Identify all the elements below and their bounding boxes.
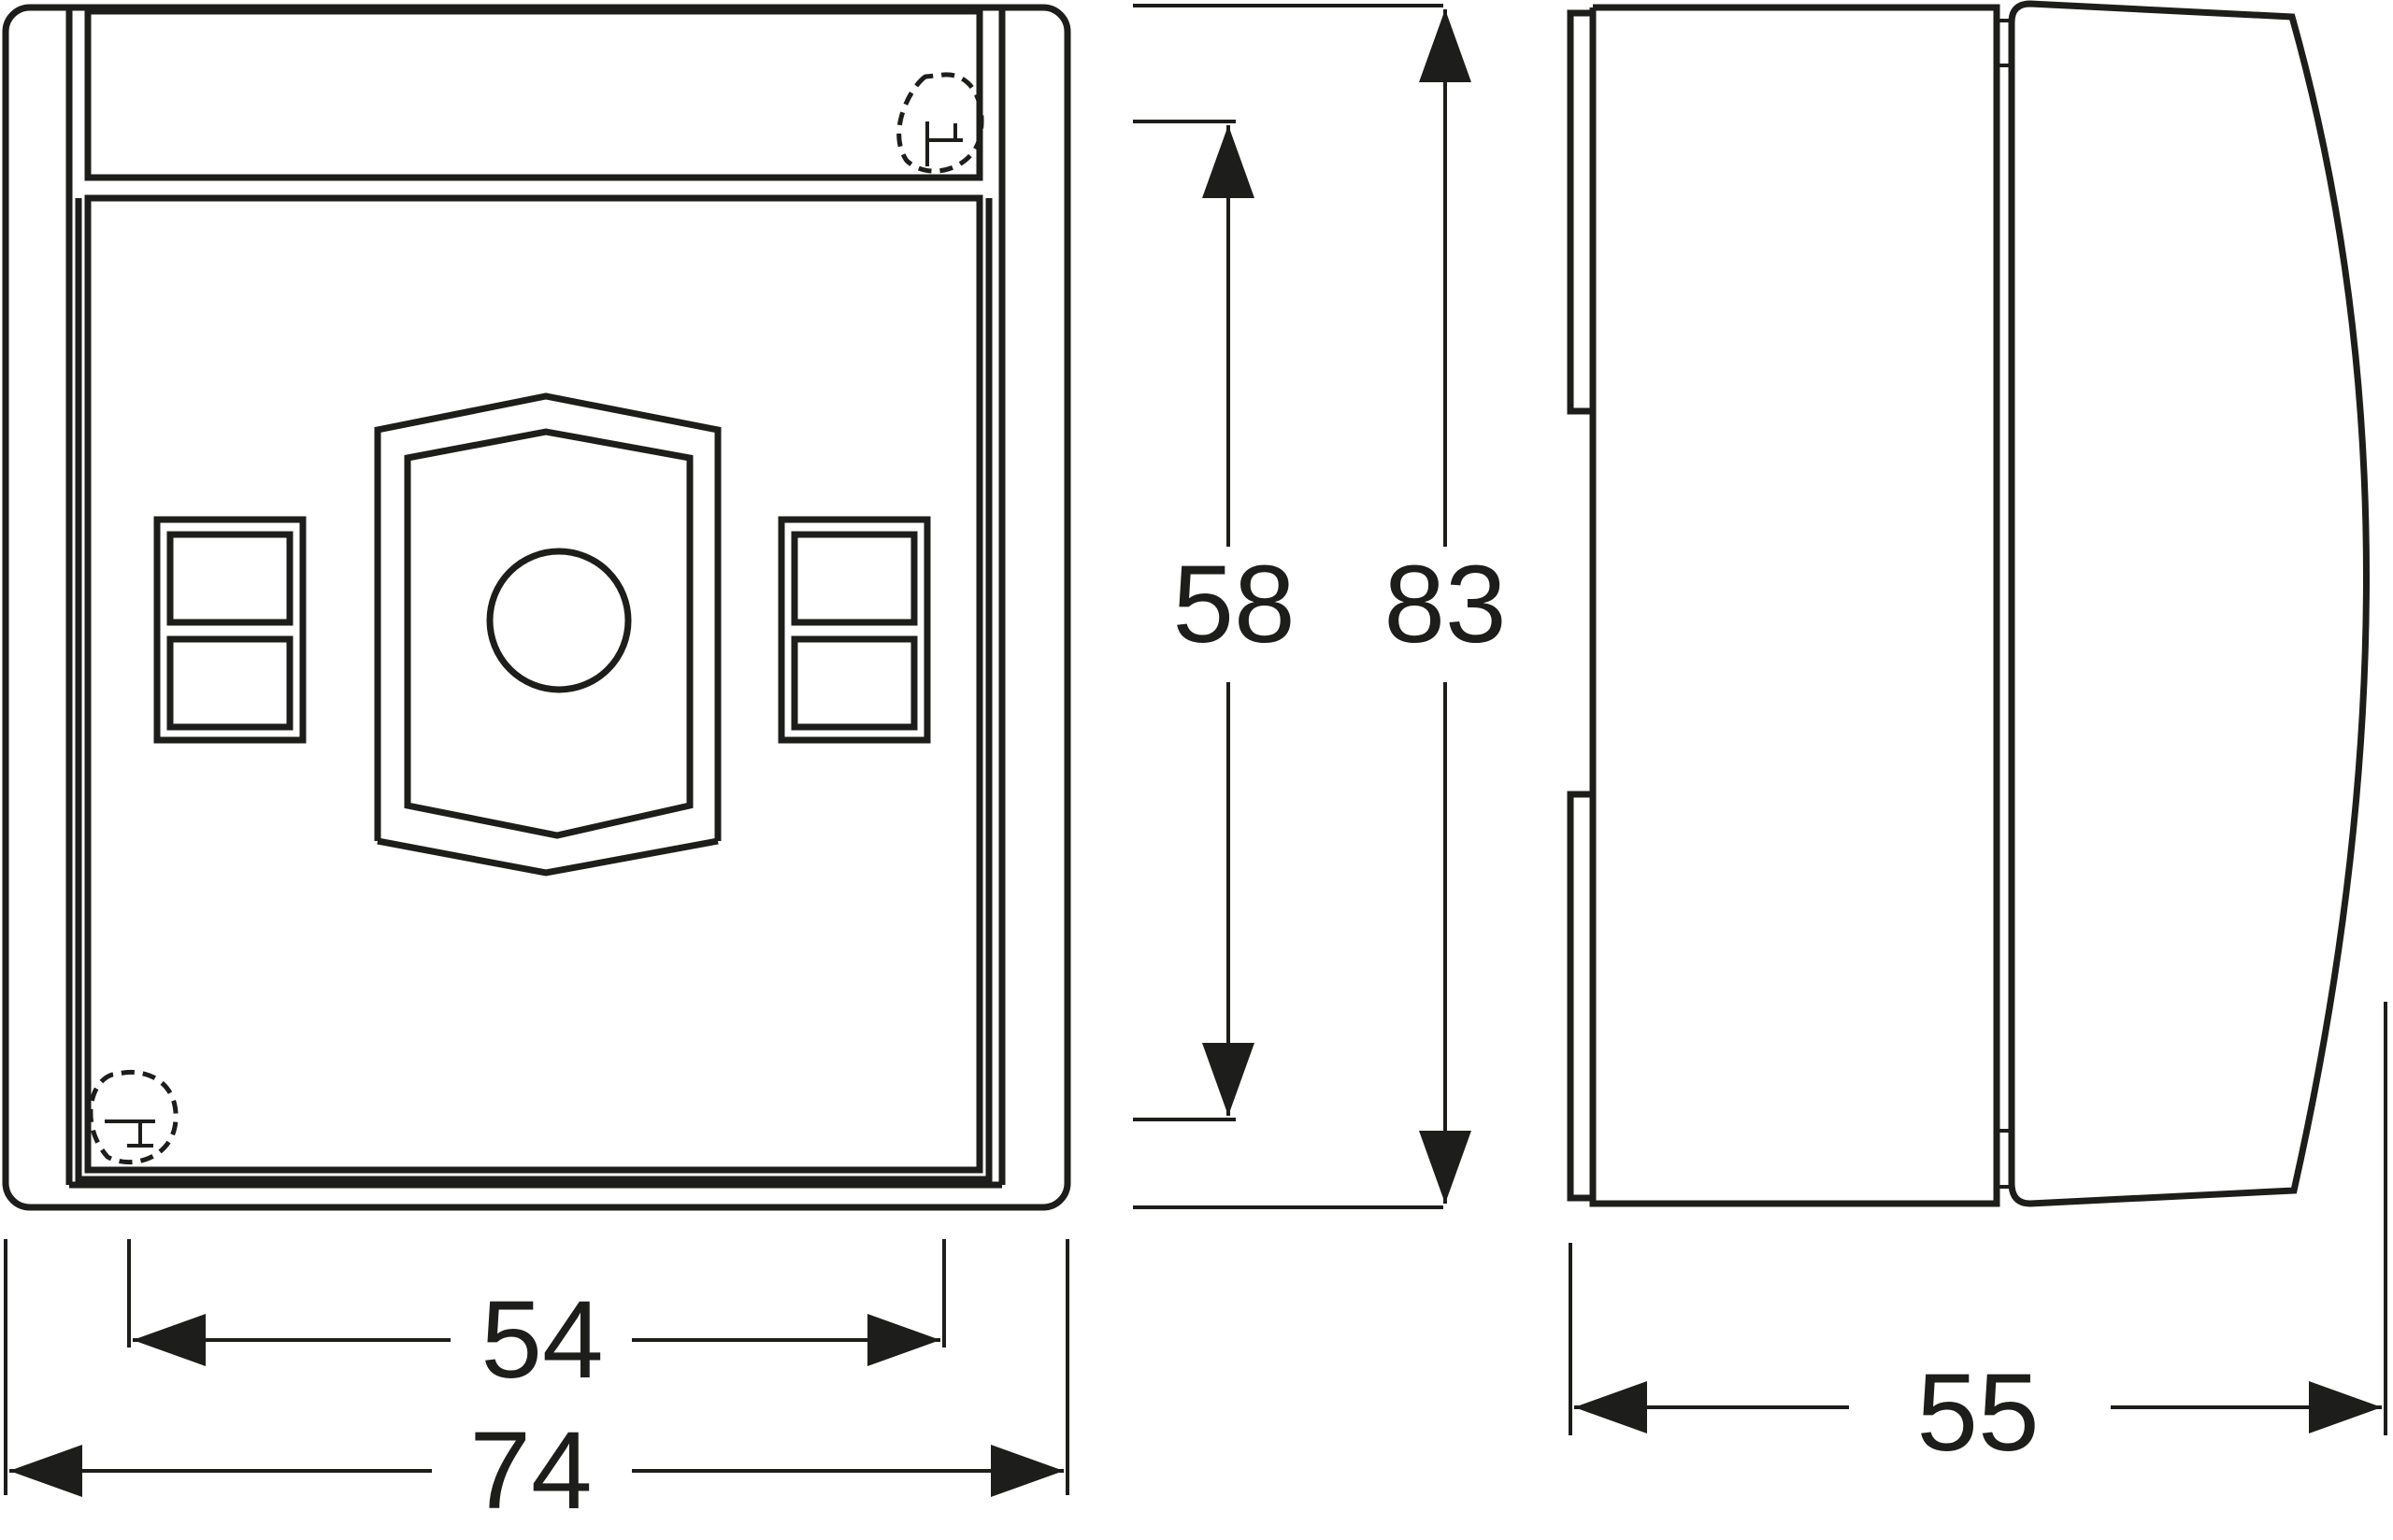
socket-insert: [374, 392, 722, 877]
dimension-58-label: 58: [1172, 543, 1295, 666]
left-indicator-window: [153, 516, 307, 744]
dimension-55: 55: [1569, 1002, 2387, 1475]
dimension-74: 74: [4, 1239, 1069, 1533]
cover-shadow: [75, 198, 993, 1183]
right-indicator-window: [778, 516, 931, 744]
socket-opening-icon: [486, 548, 632, 693]
dimension-54-label: 54: [480, 1278, 603, 1402]
dimension-54: 54: [127, 1239, 946, 1402]
screw-marker-bottom-icon: [88, 1069, 179, 1165]
side-view: [1567, 0, 2370, 1207]
housing-outline: [2, 4, 1071, 1211]
hinged-cover: [84, 194, 983, 1174]
front-view: [2, 4, 1071, 1211]
mounting-lug-top: [1567, 9, 1593, 415]
screw-marker-top-icon: [896, 72, 984, 174]
dimension-58: 58: [1133, 120, 1296, 1121]
dimension-55-label: 55: [1916, 1351, 2039, 1475]
dimension-74-label: 74: [469, 1409, 592, 1533]
curved-front-cover: [2008, 0, 2370, 1207]
mounting-lug-bottom: [1567, 791, 1593, 1202]
dimension-83-label: 83: [1383, 543, 1506, 666]
label-strip: [84, 7, 983, 181]
dimension-83: 83: [1133, 4, 1507, 1209]
